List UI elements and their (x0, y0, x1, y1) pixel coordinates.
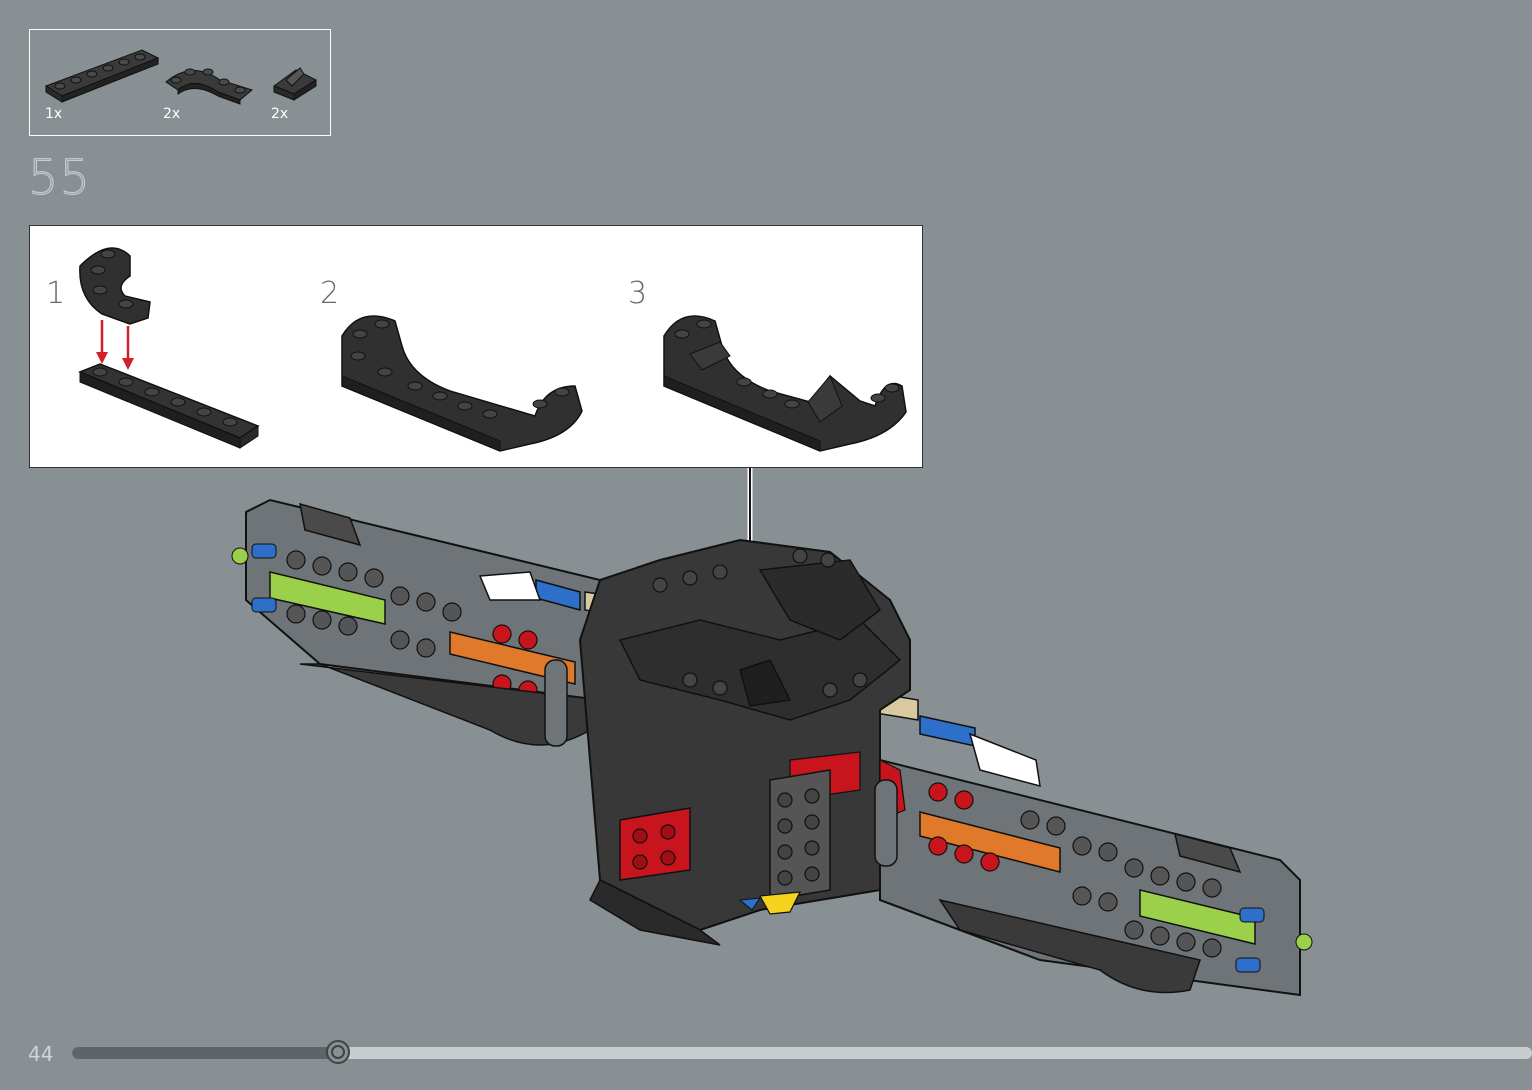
progress-bar (72, 1047, 1532, 1059)
right-arm (858, 690, 1312, 995)
center-body (545, 540, 910, 945)
left-arm (232, 500, 640, 745)
page-number: 44 (28, 1042, 53, 1066)
progress-knob[interactable] (326, 1040, 350, 1064)
progress-fill (72, 1047, 338, 1059)
